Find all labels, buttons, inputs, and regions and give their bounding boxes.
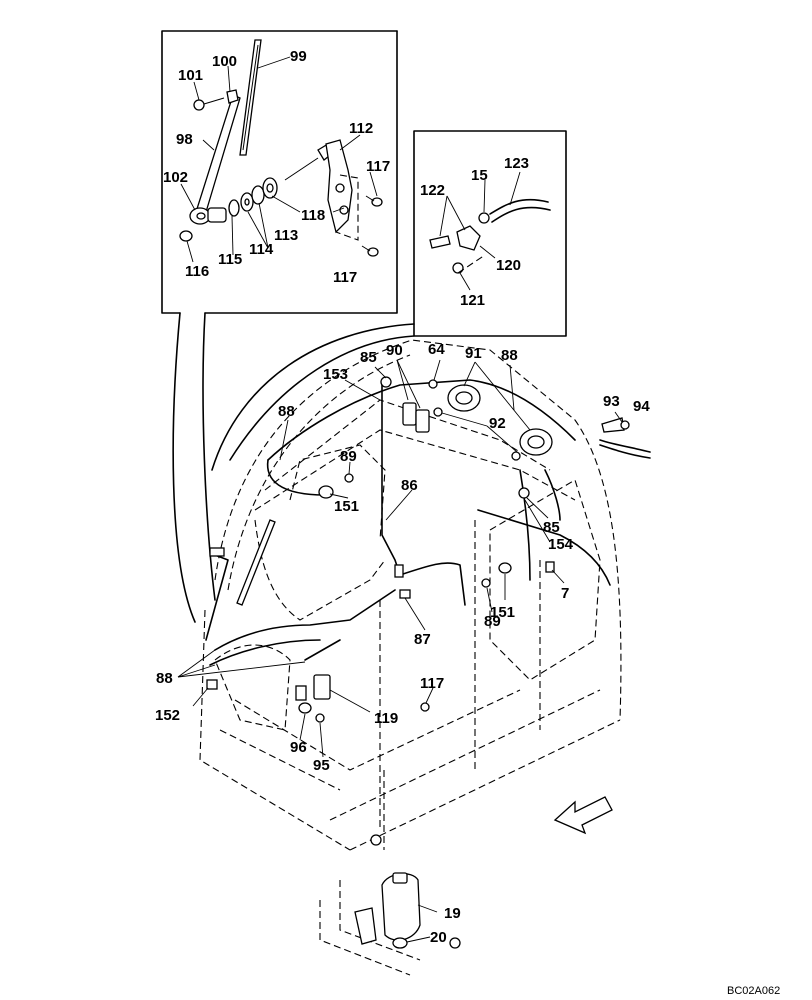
label-99: 99 xyxy=(290,48,307,65)
label-20: 20 xyxy=(430,929,447,946)
wiper-blade xyxy=(239,39,262,156)
label-94: 94 xyxy=(633,398,650,415)
label-117-mid: 117 xyxy=(333,269,357,286)
drawing-code: BC02A062 xyxy=(727,985,780,997)
part-labels: 99 100 101 98 102 112 117 118 113 114 11… xyxy=(155,48,780,997)
label-85-top: 85 xyxy=(360,349,377,366)
label-89-right: 89 xyxy=(484,613,501,630)
label-114: 114 xyxy=(249,241,274,258)
wiper-leaders xyxy=(180,56,378,263)
label-95: 95 xyxy=(313,757,330,774)
label-119: 119 xyxy=(374,710,398,727)
wiring-harness xyxy=(209,379,651,666)
label-116: 116 xyxy=(185,263,209,280)
label-90: 90 xyxy=(386,342,403,359)
label-88-bottom: 88 xyxy=(156,670,173,687)
front-direction-arrow xyxy=(553,796,613,835)
label-7: 7 xyxy=(561,585,569,602)
label-102: 102 xyxy=(163,169,188,186)
cab-frame-outline xyxy=(199,339,622,976)
label-64: 64 xyxy=(428,341,445,358)
label-88-left: 88 xyxy=(278,403,295,420)
label-118: 118 xyxy=(301,207,325,224)
label-121: 121 xyxy=(460,292,485,309)
screws-117-detail xyxy=(361,195,383,257)
label-92: 92 xyxy=(489,415,506,432)
label-19: 19 xyxy=(444,905,461,922)
label-151-top: 151 xyxy=(334,498,359,515)
washer-tank xyxy=(354,872,461,949)
label-151-right: 151 xyxy=(490,604,515,621)
label-88-top: 88 xyxy=(501,347,518,364)
wiper-shaft-parts xyxy=(179,177,278,242)
cab-wiper xyxy=(205,519,276,641)
sensor-detail-panel xyxy=(211,130,567,471)
label-87: 87 xyxy=(414,631,431,648)
label-120: 120 xyxy=(496,257,521,274)
label-96: 96 xyxy=(290,739,307,756)
label-117-bottom: 117 xyxy=(420,675,444,692)
label-153: 153 xyxy=(323,366,348,383)
label-122: 122 xyxy=(420,182,445,199)
label-98: 98 xyxy=(176,131,193,148)
label-154: 154 xyxy=(548,536,574,553)
wiper-detail-panel xyxy=(161,30,398,623)
label-100: 100 xyxy=(212,53,237,70)
label-91: 91 xyxy=(465,345,482,362)
label-152: 152 xyxy=(155,707,180,724)
label-112: 112 xyxy=(349,120,373,137)
cab-leaders xyxy=(177,359,623,943)
label-89-top: 89 xyxy=(340,448,357,465)
label-115: 115 xyxy=(218,251,242,268)
label-123: 123 xyxy=(504,155,529,172)
label-85-right: 85 xyxy=(543,519,560,536)
label-113: 113 xyxy=(274,227,298,244)
cab-components xyxy=(206,376,630,846)
label-101: 101 xyxy=(178,67,203,84)
wiper-motor xyxy=(284,139,359,241)
label-93: 93 xyxy=(603,393,620,410)
wiper-clip xyxy=(193,89,239,111)
label-86: 86 xyxy=(401,477,418,494)
label-15: 15 xyxy=(471,167,488,184)
label-117-top: 117 xyxy=(366,158,390,175)
